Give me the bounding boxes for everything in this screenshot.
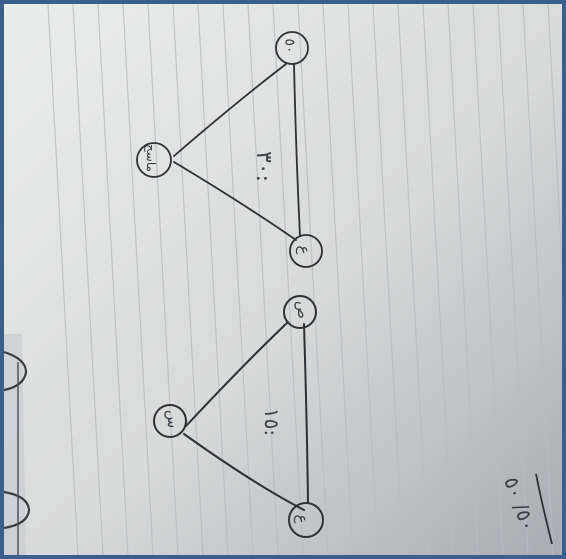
ruled-line — [122, 4, 154, 555]
top-node-left — [136, 142, 172, 178]
ruled-line — [347, 4, 379, 555]
top-triangle — [136, 31, 323, 268]
fraction-stroke — [535, 473, 553, 545]
ruled-line — [147, 4, 179, 555]
ruled-line — [97, 4, 129, 555]
top-node-right — [275, 31, 309, 65]
notebook-photo — [4, 4, 562, 555]
ruled-line — [172, 4, 204, 555]
bottom-node-right — [283, 295, 317, 329]
ruled-line — [297, 4, 329, 555]
ruled-lines — [47, 4, 562, 555]
ruled-line — [197, 4, 229, 555]
ruled-line — [422, 4, 454, 555]
ruled-line — [522, 4, 554, 555]
top-node-bottom — [289, 234, 323, 268]
ruled-line — [547, 4, 562, 273]
bottom-edge-b — [183, 433, 305, 511]
bottom-node-left — [153, 404, 187, 438]
paper-background — [4, 4, 562, 555]
ruled-line — [447, 4, 479, 555]
top-edge-a — [173, 63, 287, 157]
bottom-edge-c — [303, 323, 309, 503]
bottom-node-bottom — [288, 502, 324, 538]
ruled-line — [47, 4, 79, 555]
ruled-line — [272, 4, 304, 555]
bottom-edge-a — [185, 321, 289, 427]
bottom-triangle — [153, 295, 324, 538]
top-edge-b — [173, 161, 297, 241]
ruled-line — [497, 4, 529, 555]
ruled-line — [72, 4, 104, 555]
ruled-line — [222, 4, 254, 555]
binder-ring — [4, 490, 31, 530]
ruled-line — [322, 4, 354, 555]
ruled-line — [472, 4, 504, 555]
top-edge-c — [293, 63, 301, 237]
ruled-line — [397, 4, 429, 555]
ruled-line — [372, 4, 404, 555]
binder-ring — [4, 350, 28, 392]
ruled-line — [247, 4, 279, 555]
